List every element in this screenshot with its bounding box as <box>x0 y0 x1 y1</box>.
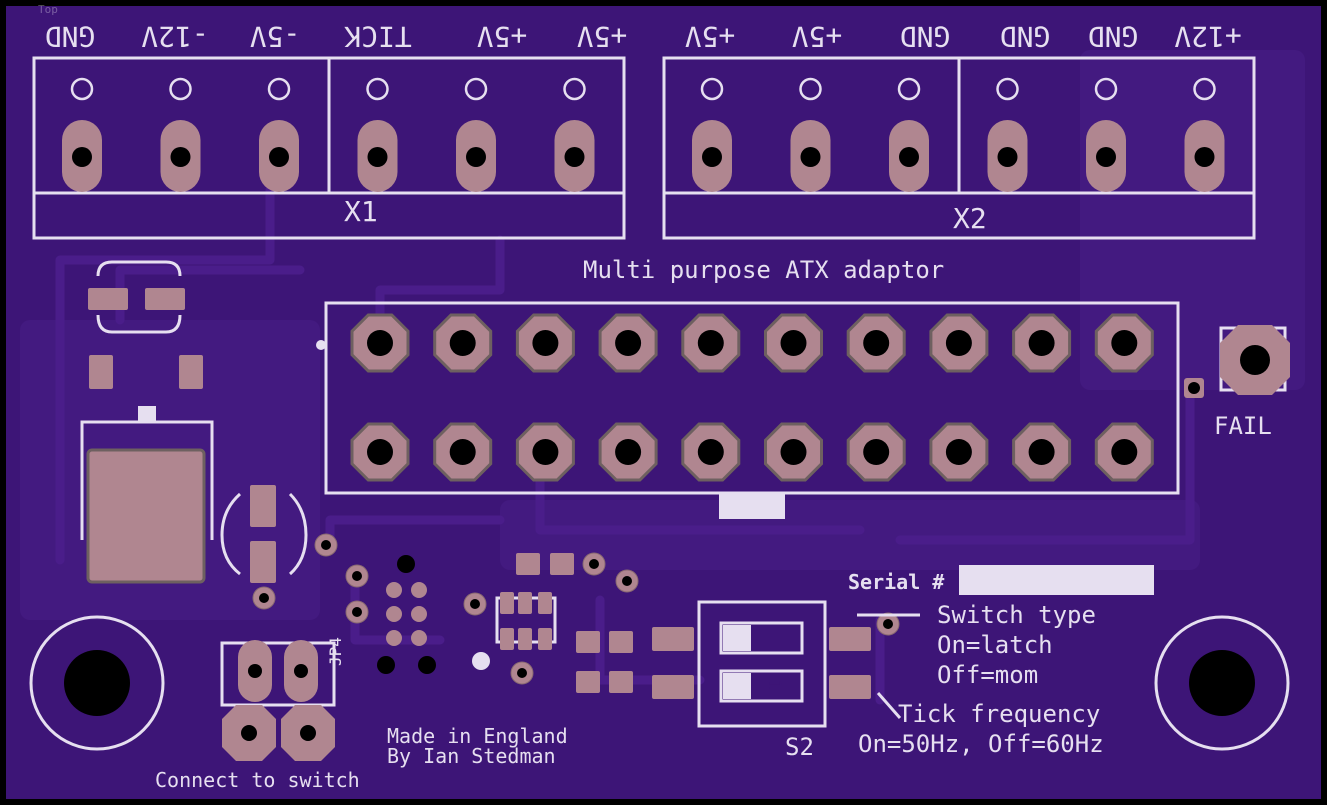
serial-number-box <box>959 565 1154 595</box>
regulator <box>80 406 214 584</box>
atx-pads <box>350 313 1154 482</box>
switch-type-label: Switch type <box>937 601 1096 629</box>
layer-tag: Top <box>38 3 58 16</box>
atx-pin-18 <box>929 422 989 482</box>
resistor-array <box>495 552 639 693</box>
x2-pin-1 <box>692 77 732 192</box>
x2-pin-6 <box>1184 77 1225 192</box>
atx-pin-14 <box>598 422 658 482</box>
atx-pin-20 <box>1094 422 1154 482</box>
x1-pin-4 <box>357 77 398 192</box>
serial-label: Serial # <box>848 570 945 594</box>
x2-pads <box>692 77 1225 192</box>
x2-pin-4 <box>987 77 1028 192</box>
x1-pin-label-1: GND <box>44 20 96 53</box>
made-in-label: Made in England <box>387 724 568 748</box>
smd-capacitor-top <box>88 260 203 389</box>
atx-pin-2 <box>433 313 493 373</box>
x1-pin-label-3: -5V <box>249 20 301 53</box>
atx-pin-10 <box>1094 313 1154 373</box>
x2-pin-2 <box>790 77 831 192</box>
atx-pin-4 <box>598 313 658 373</box>
x1-pin-label-4: TICK <box>344 20 412 53</box>
switch-off-label: Off=mom <box>937 661 1039 689</box>
connector-x1 <box>32 56 626 240</box>
atx-pin-17 <box>846 422 906 482</box>
jumper-jp4 <box>220 640 336 761</box>
dip-number-label: 1 <box>763 679 785 691</box>
x1-pin-3 <box>259 77 299 192</box>
x2-pin-5 <box>1086 77 1126 192</box>
x2-pin-label-2: +5V <box>791 20 843 53</box>
tick-frequency-label: Tick frequency <box>898 700 1101 728</box>
leader-lines <box>857 613 920 719</box>
x2-pin-label-6: +12V <box>1174 20 1242 53</box>
connect-label: Connect to switch <box>155 768 360 792</box>
board-title: Multi purpose ATX adaptor <box>583 256 945 284</box>
connector-x2-label: X2 <box>953 202 987 235</box>
connector-x1-label: X1 <box>344 195 378 228</box>
s2-label: S2 <box>785 733 814 761</box>
atx-pin-7 <box>846 313 906 373</box>
atx-pin-5 <box>681 313 741 373</box>
atx-pin-3 <box>515 313 575 373</box>
atx-pin-8 <box>929 313 989 373</box>
connector-x2 <box>662 56 1256 240</box>
x1-pin-5 <box>456 77 496 192</box>
atx-pin-13 <box>515 422 575 482</box>
atx-pin-1 <box>350 313 410 373</box>
switch-on-label: On=latch <box>937 631 1053 659</box>
atx-pin-16 <box>764 422 823 482</box>
x2-pin-label-4: GND <box>999 20 1051 53</box>
dip-switch-s2 <box>652 600 900 728</box>
smd-capacitor-vertical <box>220 485 308 610</box>
x1-pin-6 <box>554 77 595 192</box>
atx-pin-19 <box>1012 422 1072 482</box>
x2-pin-label-5: GND <box>1087 20 1139 53</box>
atx-pin-15 <box>681 422 741 482</box>
x1-pin-label-2: -12V <box>141 20 209 53</box>
atx-pin-11 <box>350 422 410 482</box>
jp4-label: JP4 <box>326 637 345 666</box>
x1-pin-2 <box>160 77 201 192</box>
x2-pin-label-1: +5V <box>684 20 736 53</box>
ic-cluster <box>314 533 490 674</box>
tick-values-label: On=50Hz, Off=60Hz <box>858 730 1104 758</box>
atx-pin-6 <box>764 313 823 373</box>
atx-pin-12 <box>433 422 493 482</box>
atx-header <box>316 301 1180 519</box>
fail-led <box>1184 325 1290 398</box>
atx-pin-9 <box>1012 313 1072 373</box>
author-label: By Ian Stedman <box>387 744 556 768</box>
x1-pin-label-6: +5V <box>576 20 628 53</box>
fail-label: FAIL <box>1214 412 1272 440</box>
x1-pin-1 <box>62 77 102 192</box>
x1-pin-label-5: +5V <box>476 20 528 53</box>
mounting-hole-left <box>29 615 165 751</box>
mounting-hole-right <box>1154 615 1290 751</box>
x2-pin-3 <box>889 77 929 192</box>
x2-pin-label-3: GND <box>899 20 951 53</box>
x1-pads <box>62 77 595 192</box>
